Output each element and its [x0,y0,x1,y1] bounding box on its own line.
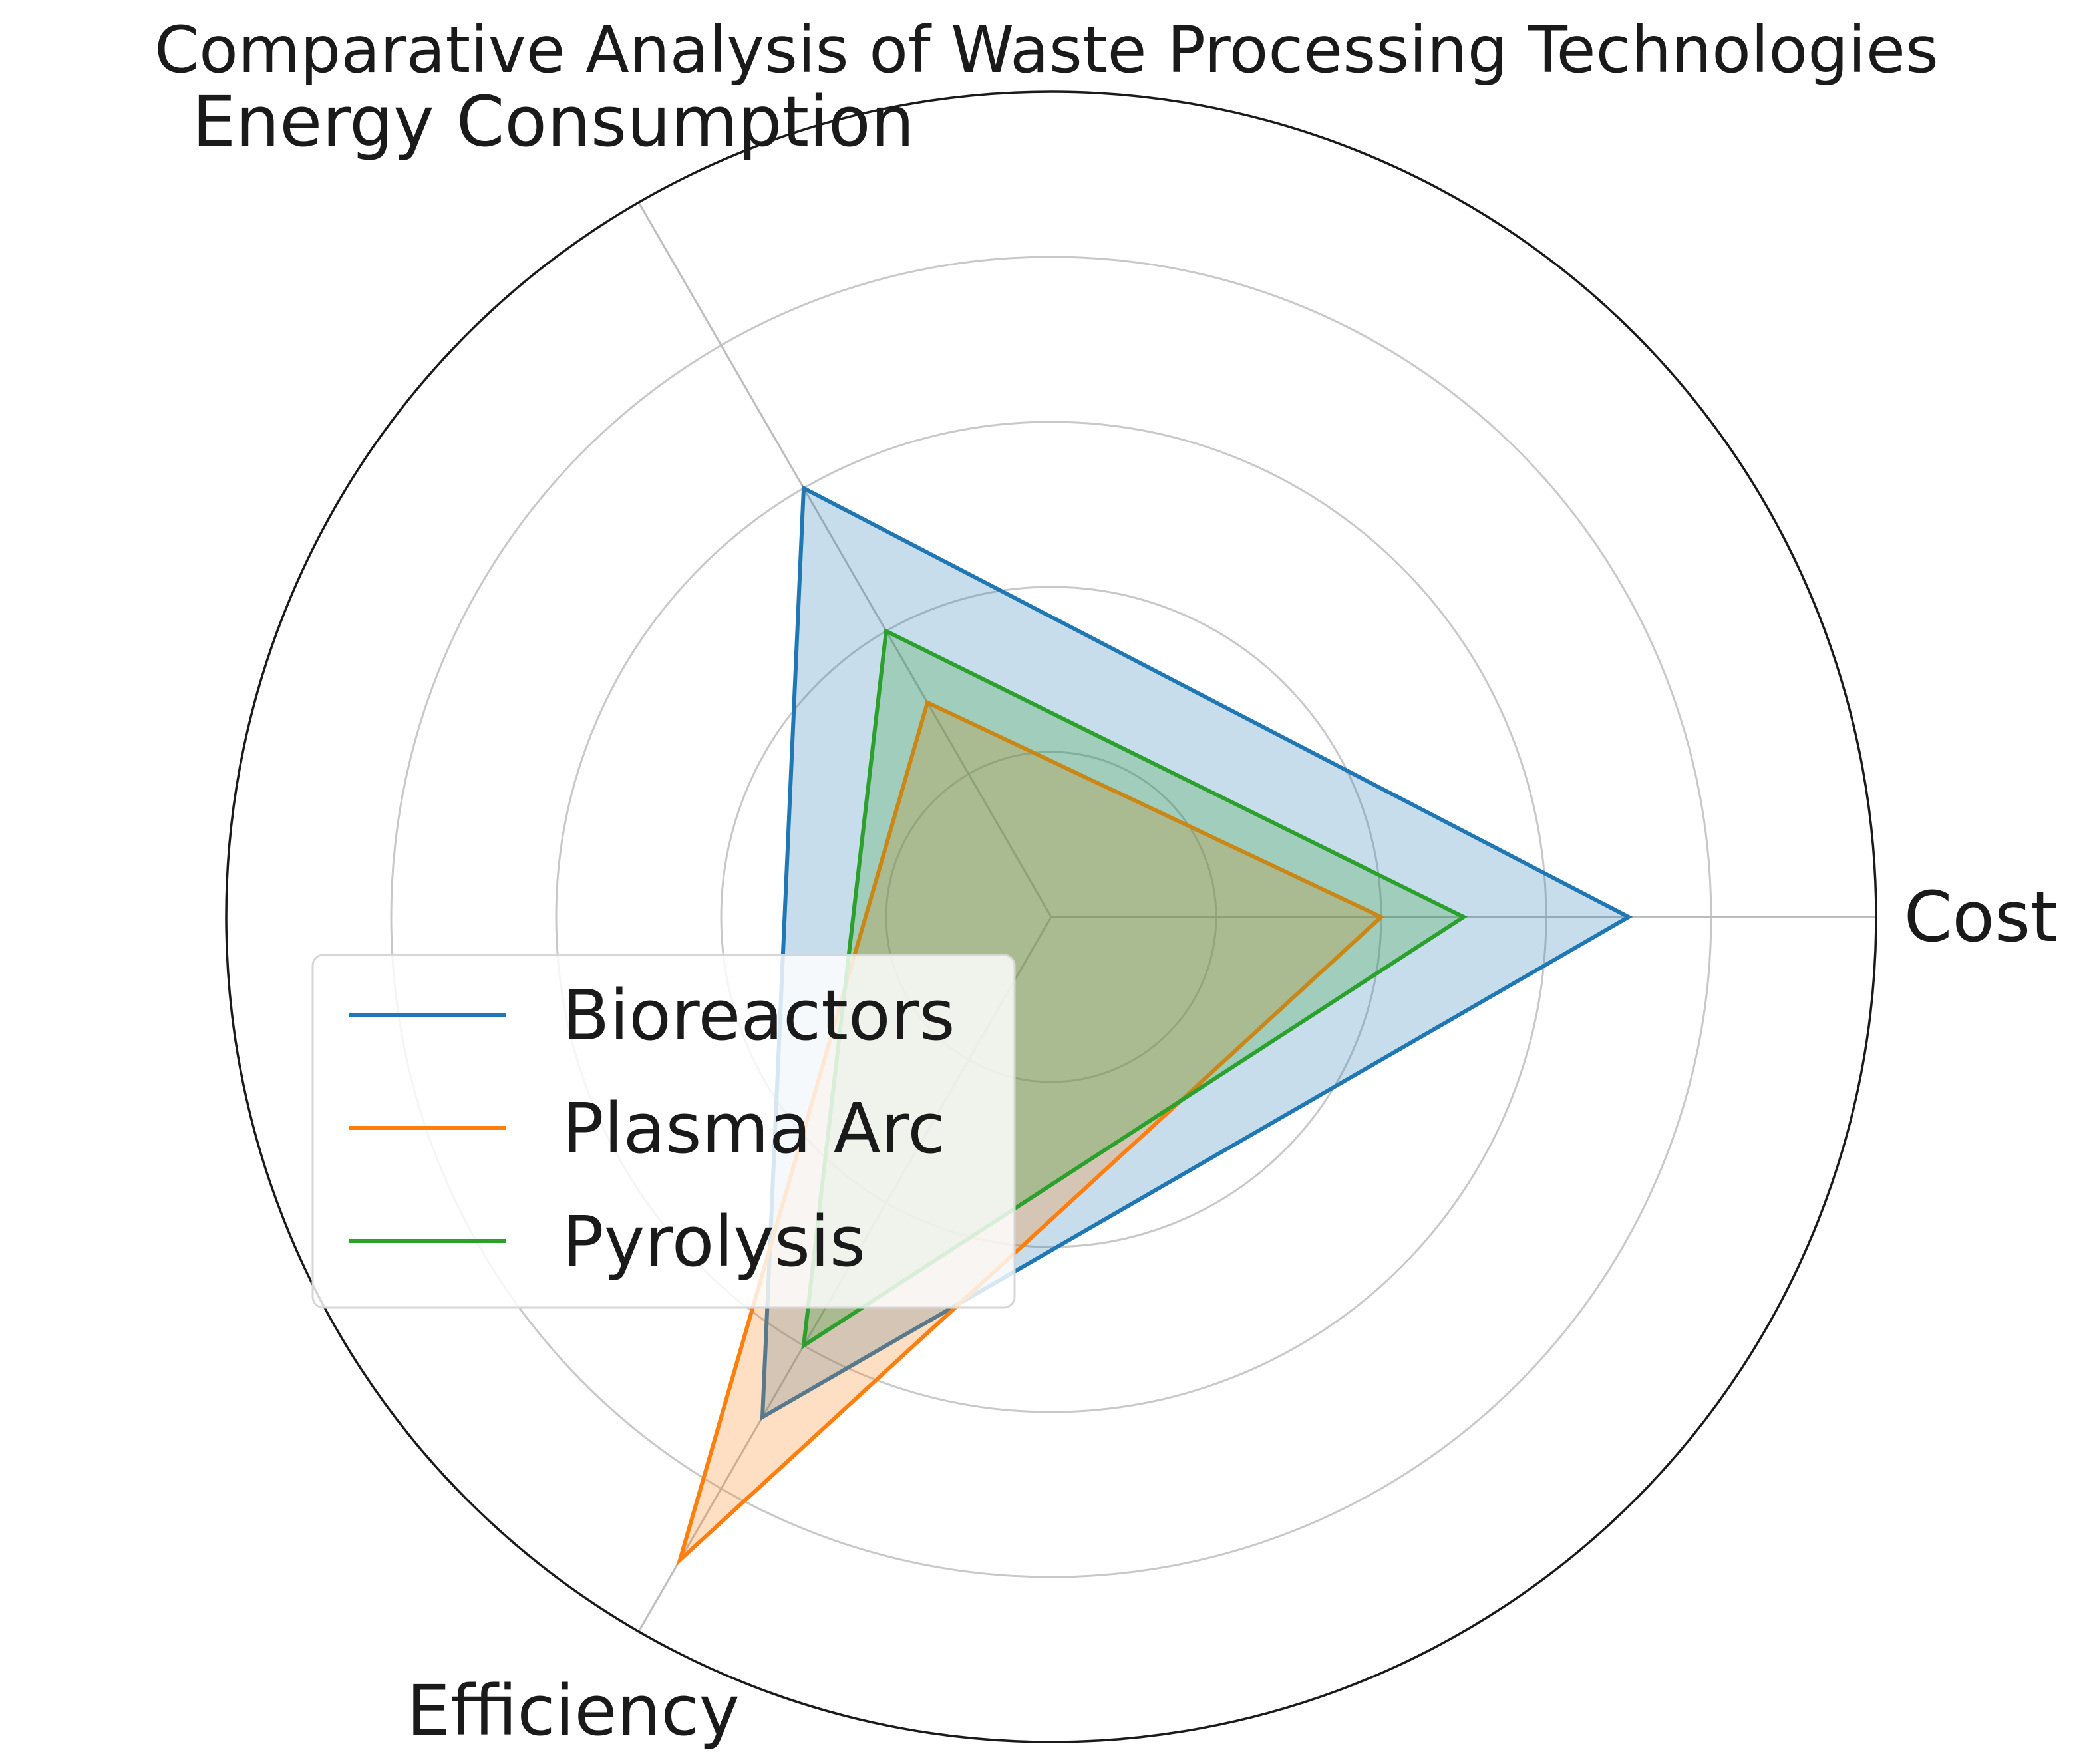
axis-label: Cost [1904,876,2058,958]
outer-ring [225,90,1877,1743]
chart-title: Comparative Analysis of Waste Processing… [154,13,1939,87]
axis-spoke [637,202,1052,918]
series-line [760,484,1633,1421]
legend-label: Bioreactors [562,975,955,1056]
legend-label: Plasma Arc [562,1088,945,1169]
polar-grid [225,90,1877,1743]
axis-label: Efficiency [406,1670,740,1751]
legend-label: Pyrolysis [562,1201,866,1282]
axis-label: Energy Consumption [192,81,915,162]
legend-box [311,954,1016,1309]
series-area [680,702,1381,1560]
